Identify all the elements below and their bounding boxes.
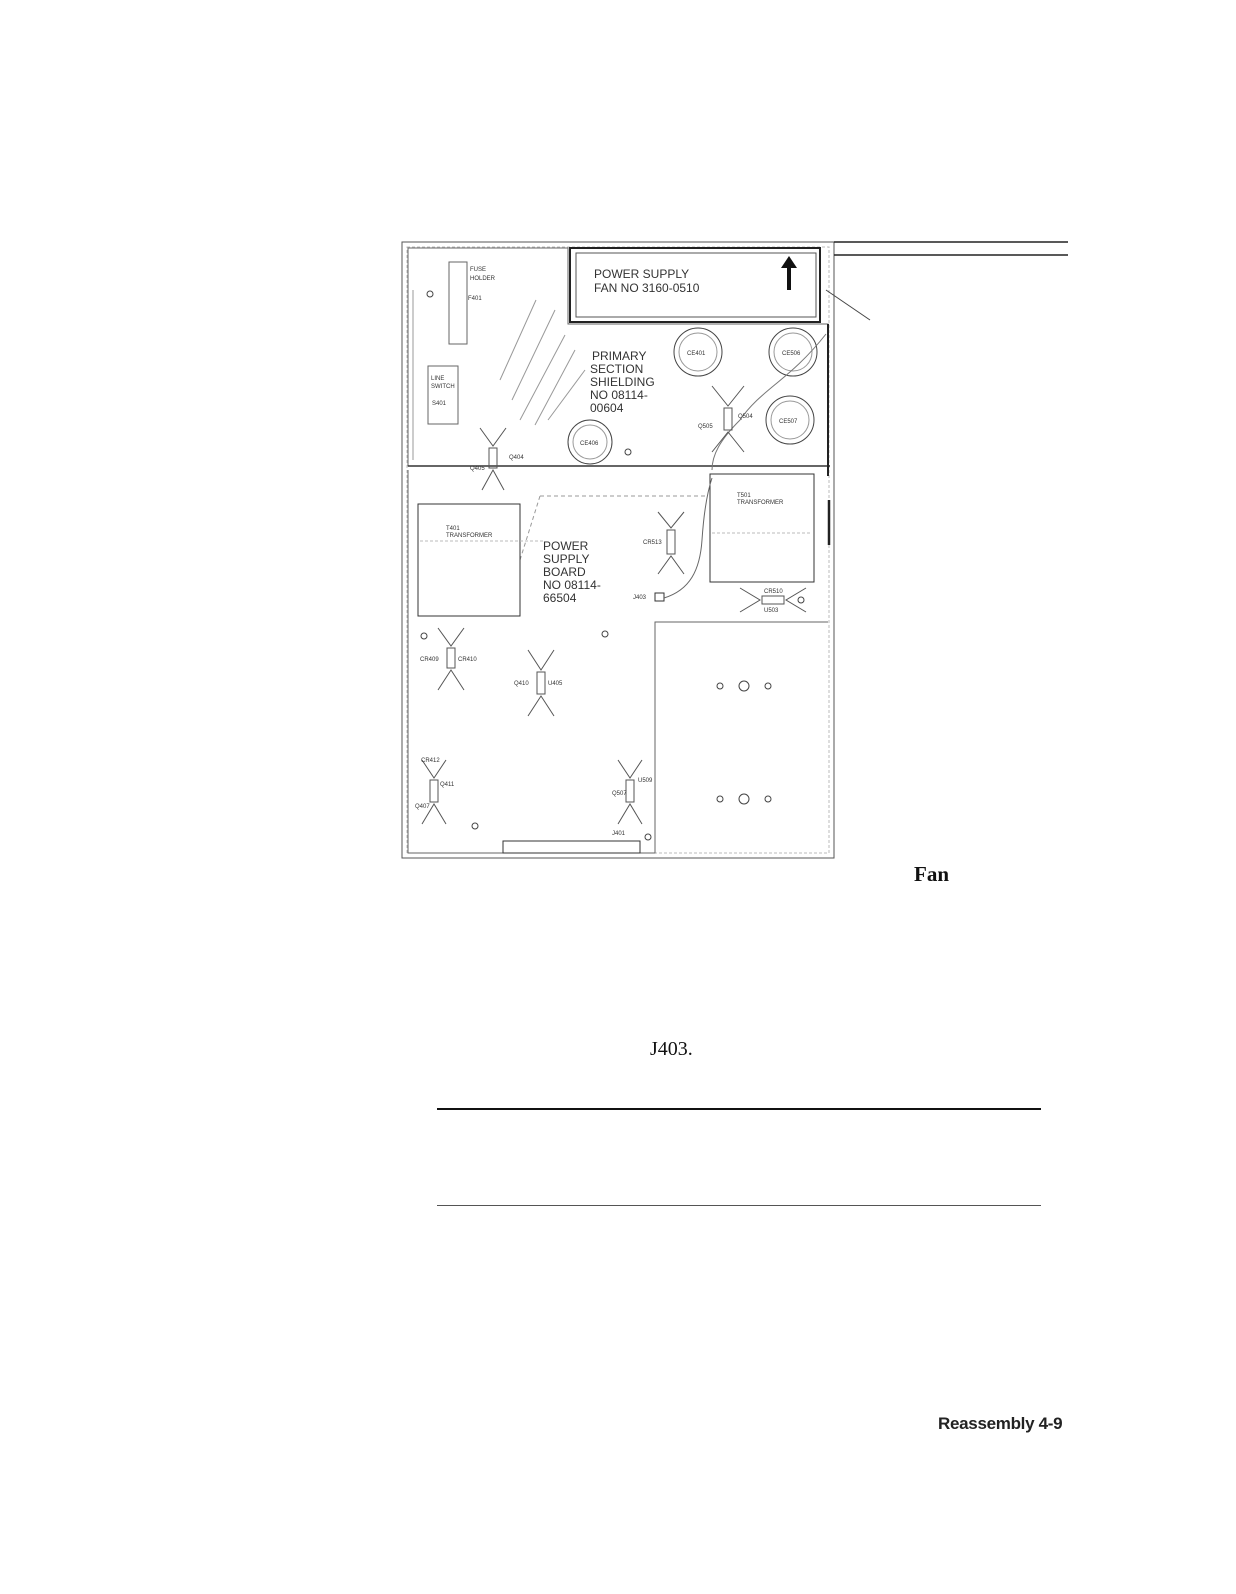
line-switch-label-line2: SWITCH [431,384,455,390]
t401-ref-label: T401 [446,526,460,532]
j403-label: J403 [633,595,647,601]
cr412-label: CR412 [421,758,440,764]
line-switch-ref-label: S401 [432,401,447,407]
board-label-line2: SUPPLY [543,552,589,566]
ce507-label: CE507 [779,419,798,425]
line-switch-label-line1: LINE [431,376,444,382]
ce406-label: CE406 [580,441,599,447]
q411-label: Q411 [440,782,455,788]
note-rule-top [437,1108,1041,1110]
t501-ref-label: T501 [737,493,751,499]
q404-label: Q404 [509,455,524,461]
shielding-label-line5: 00604 [590,401,624,415]
cr409-label: CR409 [420,657,439,663]
shielding-label-line2: SECTION [590,362,643,376]
board-label-line3: BOARD [543,565,586,579]
airflow-arrow-icon [781,256,797,290]
note-rule-bottom [437,1205,1041,1206]
q504-label: Q504 [738,414,753,420]
fuse-ref-label: F401 [468,296,482,302]
q505-label: Q505 [698,424,713,430]
fuse-holder-label-line2: HOLDER [470,276,496,282]
fan-label-line2: FAN NO 3160-0510 [594,281,700,295]
q507-label: Q507 [612,791,627,797]
shielding-label-line1: PRIMARY [592,349,646,363]
cr510-label: CR510 [764,589,783,595]
u509-label: U509 [638,778,653,784]
t401-name-label: TRANSFORMER [446,533,493,539]
fan-label-line1: POWER SUPPLY [594,267,689,281]
t501-name-label: TRANSFORMER [737,500,784,506]
cr410-label: CR410 [458,657,477,663]
board-label-line4: NO 08114- [543,578,601,592]
fuse-holder-label-line1: FUSE [470,267,486,273]
ce401-label: CE401 [687,351,706,357]
cr513-label: CR513 [643,540,662,546]
shielding-label-line4: NO 08114- [590,388,648,402]
q410-label: Q410 [514,681,529,687]
q405-label: Q405 [470,466,485,472]
q407-label: Q407 [415,804,430,810]
board-label-line5: 66504 [543,591,577,605]
board-label-line1: POWER [543,539,589,553]
page-footer: Reassembly 4-9 [938,1414,1063,1433]
u405-label: U405 [548,681,563,687]
connector-ref-text: J403. [650,1038,693,1060]
j401-label: J401 [612,831,626,837]
u503-label: U503 [764,608,779,614]
shielding-label-line3: SHIELDING [590,375,655,389]
ce506-label: CE506 [782,351,801,357]
fan-callout-label: Fan [914,862,950,886]
